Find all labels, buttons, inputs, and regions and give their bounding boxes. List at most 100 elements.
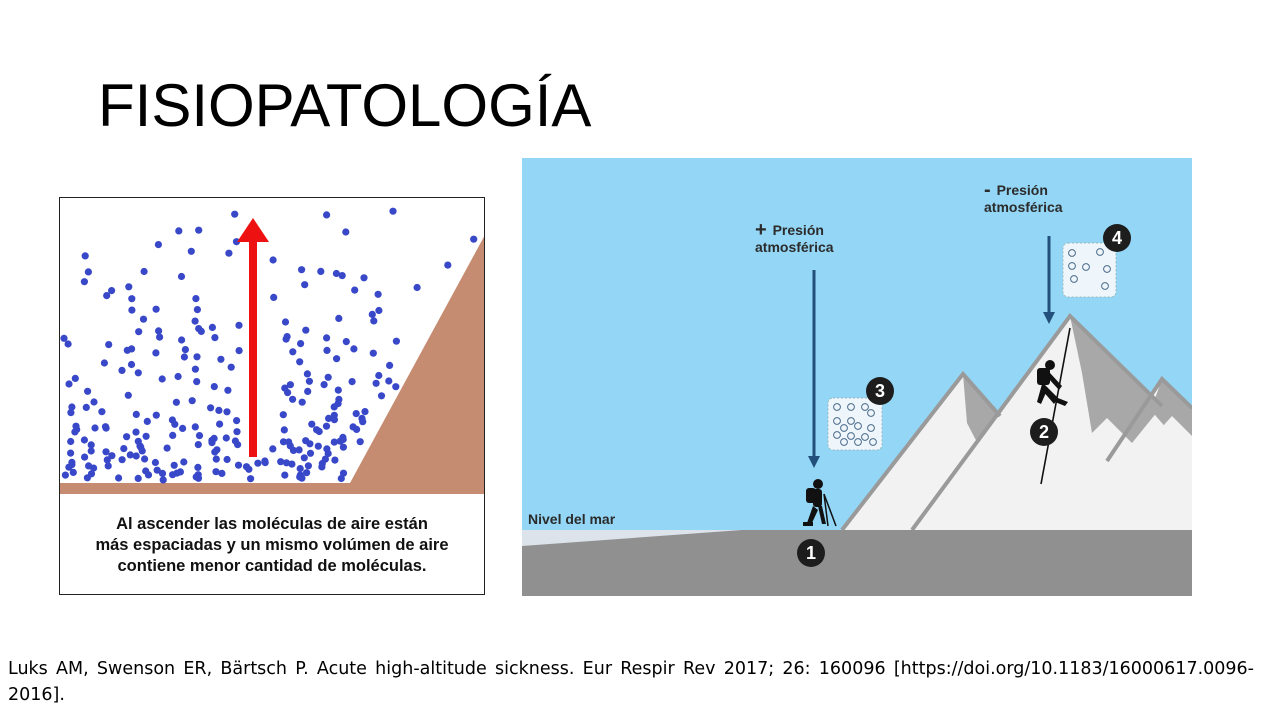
air-molecule [207,404,215,412]
air-molecule [215,406,223,414]
air-molecule [212,455,220,463]
air-molecule [212,468,220,476]
air-molecule [338,272,346,280]
air-molecules [60,207,478,484]
air-molecule [281,318,290,326]
air-molecule [108,452,116,460]
air-molecule [289,348,297,356]
air-molecule [315,427,323,436]
air-molecule [178,336,186,344]
air-molecule [84,268,92,276]
air-molecule [375,306,383,315]
air-molecule [322,422,331,430]
air-molecule [281,471,289,479]
air-molecule [124,391,132,399]
air-molecule [245,465,253,473]
air-molecule [223,455,231,464]
air-molecule [195,226,203,234]
air-molecule [128,306,136,314]
air-molecule [304,387,312,395]
air-molecule [305,377,313,385]
air-molecule [179,424,187,432]
molecule-circle [1082,263,1090,271]
air-molecule [68,403,76,411]
air-molecule [194,474,203,482]
low-pressure-arrowhead [1043,312,1055,324]
air-molecule [377,392,386,400]
thin-air-box [1062,242,1117,298]
air-molecule [444,261,452,269]
air-molecule [127,360,136,369]
air-molecule [282,335,290,343]
air-molecule [80,278,88,286]
air-molecule [323,346,331,354]
air-molecule [279,438,288,446]
air-molecule [144,471,153,479]
air-molecule [269,256,277,264]
air-molecule [335,314,343,322]
air-molecule [67,437,75,446]
air-molecule [104,462,112,470]
air-molecule [100,359,108,367]
mountain-main-outline [910,312,1164,532]
molecule-circle [847,432,855,440]
air-molecule [191,423,199,431]
air-molecule [232,238,241,246]
air-molecule [65,380,73,388]
air-molecule [359,418,367,426]
mountain-far-outline [1105,375,1192,463]
air-molecule [317,267,325,275]
air-molecule [303,469,311,477]
air-molecule [284,389,292,397]
pressure-text: Presión [996,182,1048,198]
air-molecule [158,469,167,477]
air-molecule [152,349,160,357]
air-molecule [301,281,309,289]
air-molecule [325,414,333,422]
air-molecule [141,455,149,463]
molecule-circle [867,424,875,432]
air-molecule [308,420,316,428]
air-molecule [208,439,216,447]
air-molecule [282,459,291,467]
air-molecule [134,369,142,377]
air-molecule [174,372,182,381]
mountain-slope [60,236,484,494]
air-molecule [353,425,361,433]
air-molecule [339,443,347,451]
air-molecule [180,353,188,361]
air-molecule [191,365,199,373]
air-molecule [314,442,322,450]
mountain-outline [840,370,1002,532]
air-molecule [280,426,288,434]
air-molecule [261,459,269,467]
air-molecule [289,395,297,403]
air-molecule [470,235,478,243]
air-molecule [194,463,202,471]
air-molecule [330,403,338,411]
air-molecule [194,441,202,449]
air-molecule [385,377,393,385]
air-molecule [223,408,231,416]
air-molecule [61,471,69,479]
air-molecule [224,386,232,394]
air-molecule [289,446,298,454]
air-molecule [303,370,311,378]
air-molecule [152,305,160,313]
air-molecule [193,378,201,386]
air-molecule [169,431,177,439]
air-molecule [306,449,315,457]
air-molecule [211,448,219,456]
air-molecule [170,461,178,469]
air-molecule [155,327,163,335]
molecule-circle [847,403,855,411]
air-molecule [324,373,332,381]
air-molecule [336,437,344,445]
molecule-circle [1103,265,1111,273]
caption-line: más espaciadas y un mismo volúmen de air… [95,536,449,554]
air-molecule [350,345,358,353]
air-molecule [233,417,241,425]
air-molecule [297,340,305,348]
altitude-arrow-shaft [249,241,257,457]
air-molecule [132,452,140,460]
